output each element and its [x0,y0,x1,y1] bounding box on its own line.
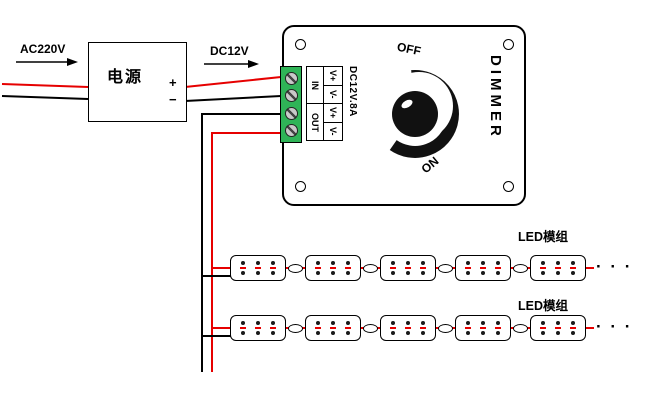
led-row1-label: LED模组 [518,230,569,244]
led-cluster [495,321,501,335]
led-cluster [405,321,411,335]
knob-highlight-icon [401,99,413,109]
led-module [455,255,511,281]
wire-connector-icon [438,263,453,273]
led-cluster [420,261,426,275]
led-cluster [540,261,546,275]
row2-continuation-dots: · · · [596,317,633,336]
led-cluster [330,321,336,335]
power-supply-label: 电源 [107,69,144,86]
terminal-screw-icon [284,89,298,103]
minus-terminal-label: − [169,92,177,107]
screw-hole-icon [503,181,514,192]
terminal-label: V+ [324,67,342,85]
ac-arrow-icon [67,58,78,66]
led-cluster [255,321,261,335]
led-cluster [240,321,246,335]
screw-hole-icon [503,39,514,50]
led-module [230,315,286,341]
led-module [530,315,586,341]
row1-continuation-dots: · · · [596,257,633,276]
dc-minus-wire [184,95,282,102]
wire-connector-icon [513,263,528,273]
led-cluster [480,261,486,275]
led-module [455,315,511,341]
led-cluster [405,261,411,275]
wire-connector-icon [363,263,378,273]
led-cluster [465,261,471,275]
out-minus-wire [201,113,281,372]
led-cluster [270,321,276,335]
dc-plus-wire [184,76,282,88]
led-cluster [540,321,546,335]
wire-connector-icon [363,323,378,333]
rating-label: DC12V.8A [347,66,358,117]
led-module [380,255,436,281]
led-cluster [345,261,351,275]
ac-neutral-wire [1,95,89,100]
led-cluster [570,321,576,335]
led-module [305,255,361,281]
led-cluster [495,261,501,275]
led-cluster [420,321,426,335]
wire-connector-icon [288,323,303,333]
led-cluster [570,261,576,275]
dimmer-knob-group [385,69,459,158]
led-cluster [555,261,561,275]
wire-connector-icon [513,323,528,333]
power-supply-box: 电源 + − [88,42,187,122]
terminal-screw-icon [284,124,298,138]
ac-live-wire [1,83,89,88]
led-cluster [345,321,351,335]
led-module [530,255,586,281]
terminal-label: V+ [324,104,342,122]
led-cluster [270,261,276,275]
terminal-label: V- [324,85,342,103]
led-module [305,315,361,341]
in-label: IN [307,67,323,103]
wire-connector-icon [438,323,453,333]
terminal-screw-icon [284,71,298,85]
out-plus-wire [211,132,281,372]
led-cluster [480,321,486,335]
led-module [230,255,286,281]
led-cluster [255,261,261,275]
terminal-block [280,66,302,143]
led-cluster [390,261,396,275]
terminal-screw-icon [284,106,298,120]
led-cluster [240,261,246,275]
led-cluster [315,321,321,335]
ac-input-label: AC220V [20,42,66,56]
terminal-label: V- [324,122,342,140]
out-label: OUT [307,104,323,140]
dc-output-label: DC12V [210,44,249,58]
led-cluster [555,321,561,335]
knob-icon [392,91,438,137]
dimmer-title: DIMMER [487,55,504,140]
led-module [380,315,436,341]
terminal-label-table: IN OUT V+ V- V+ V- [306,66,343,141]
led-cluster [465,321,471,335]
led-strip-row [230,255,586,281]
led-strip-row [230,315,586,341]
wire-connector-icon [288,263,303,273]
led-cluster [330,261,336,275]
led-cluster [390,321,396,335]
screw-hole-icon [295,39,306,50]
screw-hole-icon [295,181,306,192]
dc-arrow-icon [248,60,259,68]
plus-terminal-label: + [169,75,177,90]
led-cluster [315,261,321,275]
led-row2-label: LED模组 [518,299,569,313]
